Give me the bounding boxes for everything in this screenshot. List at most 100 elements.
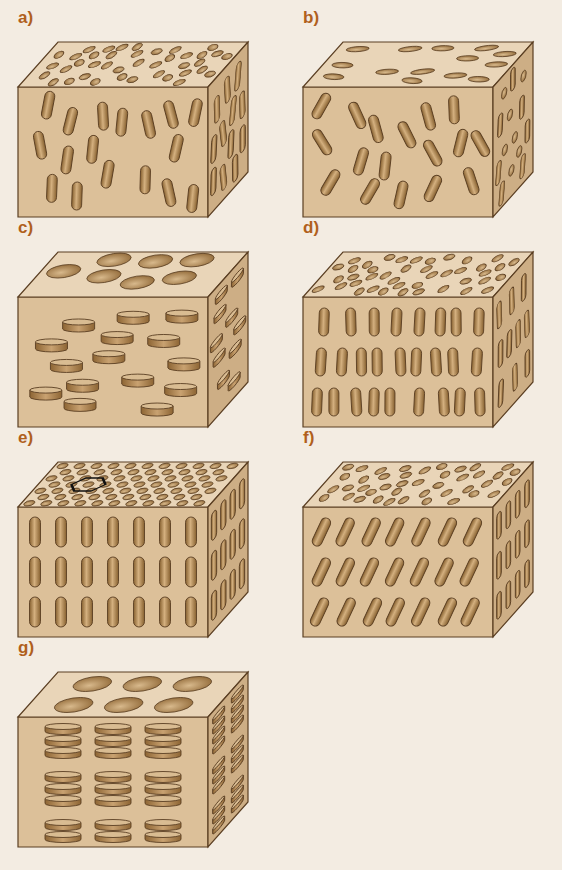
- illustration-part: [30, 310, 200, 416]
- particle-end: [149, 698, 198, 713]
- disc-top: [95, 796, 131, 802]
- rod-particle: [219, 162, 227, 192]
- particle-end: [440, 470, 450, 480]
- rod-particle: [41, 90, 56, 119]
- disc-top: [95, 820, 131, 826]
- panel-label: d): [303, 218, 319, 238]
- particle-end: [161, 73, 174, 82]
- rod-particle: [497, 510, 502, 541]
- particle-end: [118, 488, 133, 493]
- illustration-part: [213, 683, 244, 836]
- disc-particle: [231, 753, 243, 775]
- illustration-part: [314, 44, 525, 84]
- particle-end: [149, 48, 164, 55]
- particle-end: [56, 501, 71, 506]
- particle-end: [367, 285, 379, 294]
- rod-particle: [186, 184, 199, 213]
- particle-end: [107, 501, 122, 506]
- particle-end: [192, 59, 207, 67]
- particle-end: [92, 253, 136, 266]
- particle-end: [364, 488, 379, 496]
- disc-particle: [95, 796, 131, 807]
- rod-particle: [411, 348, 422, 376]
- particle-end: [131, 58, 146, 67]
- particle-end: [175, 253, 219, 267]
- rod-particle: [71, 182, 82, 210]
- particle-end: [494, 263, 507, 272]
- disc-top: [145, 736, 181, 742]
- rod-particle: [30, 517, 41, 547]
- particle-end: [312, 285, 324, 294]
- disc-top: [145, 796, 181, 802]
- rod-particle: [239, 89, 245, 120]
- illustration-part: [210, 54, 245, 209]
- particle-end: [125, 76, 140, 83]
- disc-top: [45, 820, 81, 826]
- particle-end: [477, 276, 492, 286]
- particle-end: [200, 482, 215, 487]
- disc-particle: [95, 748, 131, 759]
- rod-particle: [438, 388, 450, 417]
- particle-end: [483, 62, 510, 67]
- rod-particle: [511, 66, 516, 93]
- particle-end: [143, 469, 158, 474]
- particle-end: [175, 501, 190, 506]
- disc-top: [145, 784, 181, 790]
- particle-end: [321, 73, 346, 80]
- rod-particle: [228, 128, 234, 161]
- disc-particle: [95, 832, 131, 843]
- rod-particle: [525, 348, 530, 379]
- rod-particle: [82, 597, 93, 627]
- particle-end: [396, 288, 410, 296]
- rod-particle: [211, 133, 218, 166]
- particle-end: [81, 482, 96, 487]
- particle-end: [382, 497, 397, 506]
- rod-particle: [498, 377, 504, 409]
- particle-end: [141, 501, 156, 506]
- rod-particle: [60, 145, 74, 174]
- particle-end: [158, 501, 173, 506]
- particle-end: [442, 254, 457, 260]
- particle-end: [46, 62, 60, 70]
- illustration-part: [25, 43, 246, 87]
- disc-particle: [231, 793, 243, 815]
- disc-top: [50, 359, 82, 365]
- rod-particle: [497, 590, 502, 621]
- particle-end: [72, 463, 87, 468]
- particle-end: [183, 482, 198, 487]
- particle-end: [68, 677, 117, 692]
- particle-end: [422, 497, 432, 507]
- particle-end: [101, 488, 116, 493]
- rod-particle: [360, 516, 382, 547]
- particle-end: [423, 257, 437, 266]
- disc-top: [45, 736, 81, 742]
- particle-end: [410, 255, 422, 264]
- rod-particle: [186, 597, 197, 627]
- rod-particle: [232, 152, 238, 184]
- disc-particle: [213, 774, 225, 796]
- particle-end: [77, 73, 92, 79]
- rod-particle: [471, 348, 483, 377]
- disc-top: [148, 334, 180, 340]
- particle-end: [166, 482, 181, 487]
- particle-end: [92, 469, 107, 474]
- rod-particle: [498, 338, 503, 369]
- disc-particle: [95, 784, 131, 795]
- particle-end: [490, 254, 505, 263]
- cube-front-face: [18, 507, 208, 637]
- disc-top: [45, 796, 81, 802]
- disc-top: [45, 784, 81, 790]
- particle-end: [372, 495, 385, 504]
- rod-particle: [410, 516, 432, 547]
- particle-end: [202, 70, 217, 77]
- illustration-part: [495, 49, 530, 212]
- particle-end: [130, 49, 145, 59]
- particle-end: [69, 52, 82, 61]
- rod-particle: [97, 102, 109, 131]
- particle-end: [439, 269, 454, 279]
- rod-particle: [435, 308, 446, 336]
- rod-particle: [240, 123, 245, 155]
- particle-end: [512, 129, 517, 145]
- particle-end: [410, 281, 425, 289]
- rod-particle: [230, 567, 235, 601]
